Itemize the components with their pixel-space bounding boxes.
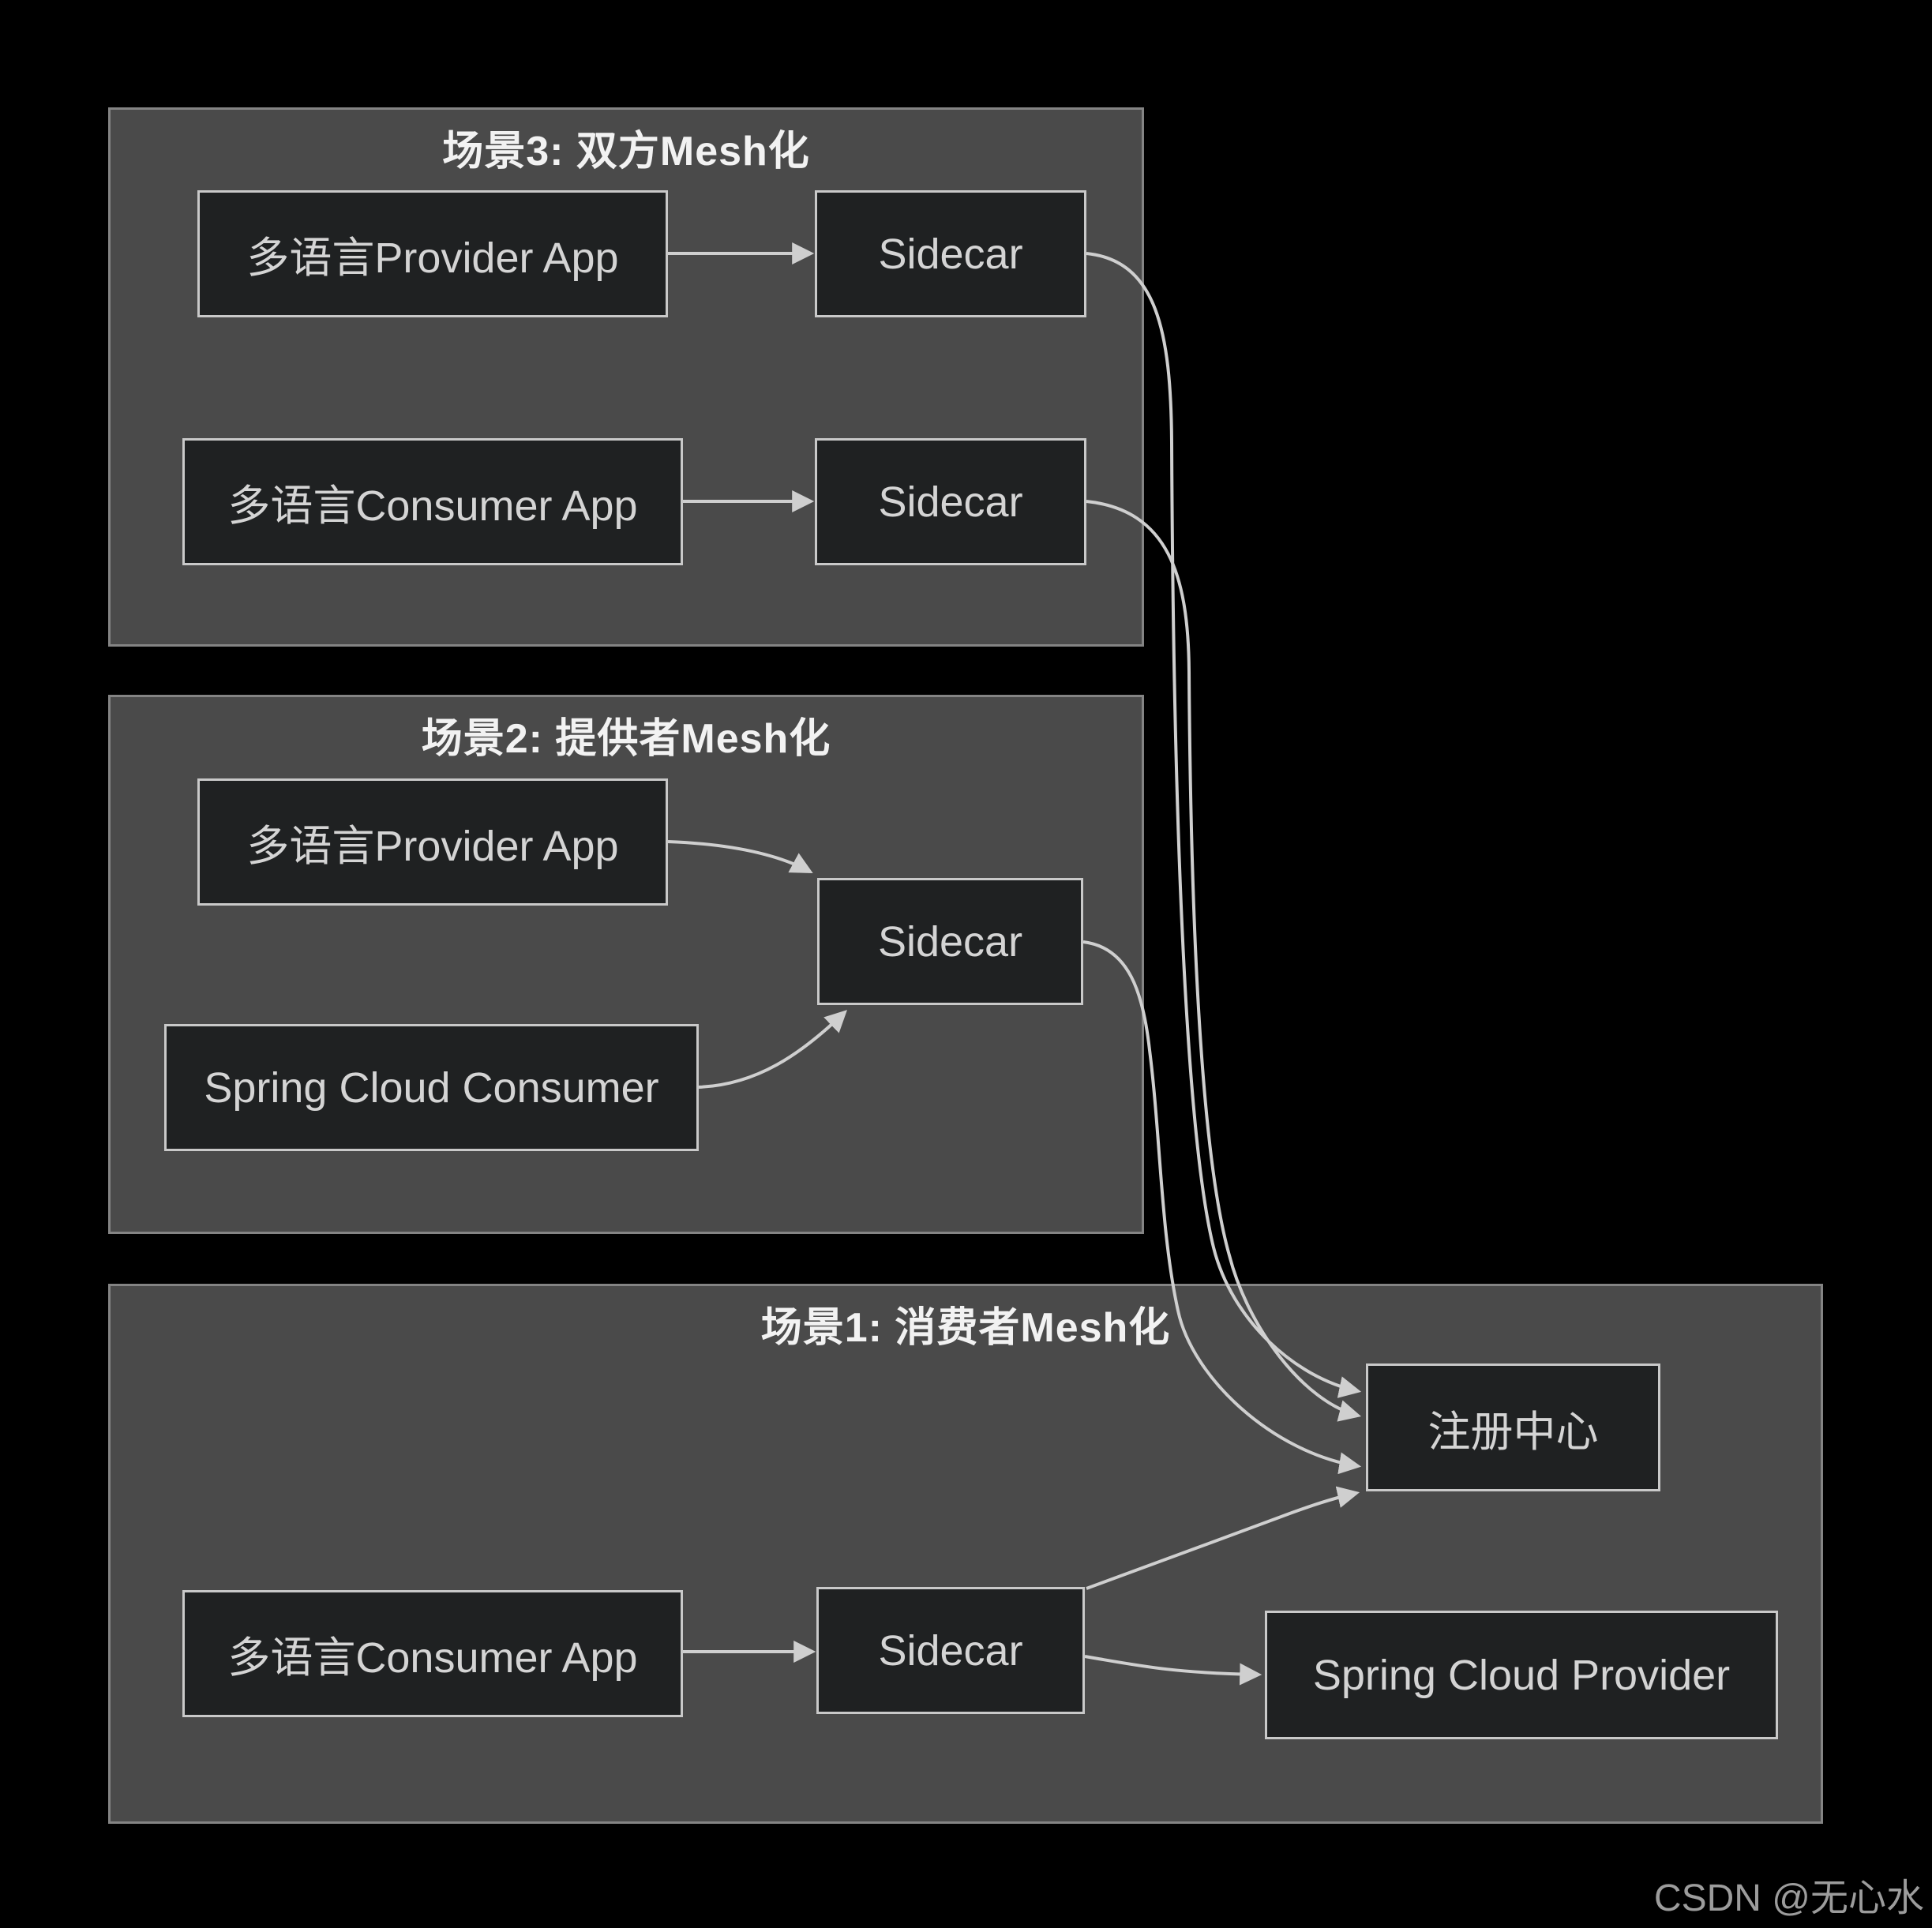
- node-springcloud-consumer-s2: Spring Cloud Consumer: [164, 1024, 699, 1151]
- node-registry-center: 注册中心: [1366, 1363, 1660, 1491]
- node-label: 注册中心: [1427, 1408, 1599, 1456]
- scenario3-title: 场景3: 双方Mesh化: [442, 129, 810, 174]
- node-springcloud-provider-s1: Spring Cloud Provider: [1265, 1611, 1778, 1739]
- scenario1-title: 场景1: 消费者Mesh化: [760, 1305, 1171, 1351]
- node-multilang-consumer-s3: 多语言Consumer App: [182, 438, 683, 565]
- node-multilang-consumer-s1: 多语言Consumer App: [182, 1590, 683, 1717]
- node-multilang-provider-s2: 多语言Provider App: [197, 778, 668, 906]
- node-sidecar-s1: Sidecar: [816, 1587, 1085, 1714]
- node-label: Sidecar: [878, 230, 1023, 278]
- node-label: 多语言Provider App: [246, 823, 619, 870]
- node-sidecar-s2: Sidecar: [817, 878, 1083, 1005]
- group-scenario3-box: 场景3: 双方Mesh化: [108, 107, 1144, 647]
- node-label: Sidecar: [878, 1626, 1023, 1675]
- node-label: 多语言Consumer App: [227, 482, 638, 530]
- node-label: Spring Cloud Provider: [1312, 1651, 1731, 1699]
- scenario2-title: 场景2: 提供者Mesh化: [421, 716, 831, 762]
- node-label: Sidecar: [878, 478, 1023, 526]
- node-sidecar-consumer-s3: Sidecar: [815, 438, 1086, 565]
- node-label: Sidecar: [877, 917, 1023, 966]
- watermark: CSDN @无心水: [1653, 1877, 1924, 1919]
- node-multilang-provider-s3: 多语言Provider App: [197, 190, 668, 317]
- node-label: 多语言Provider App: [246, 234, 619, 282]
- node-sidecar-provider-s3: Sidecar: [815, 190, 1086, 317]
- node-label: Spring Cloud Consumer: [204, 1063, 659, 1112]
- node-label: 多语言Consumer App: [227, 1634, 638, 1682]
